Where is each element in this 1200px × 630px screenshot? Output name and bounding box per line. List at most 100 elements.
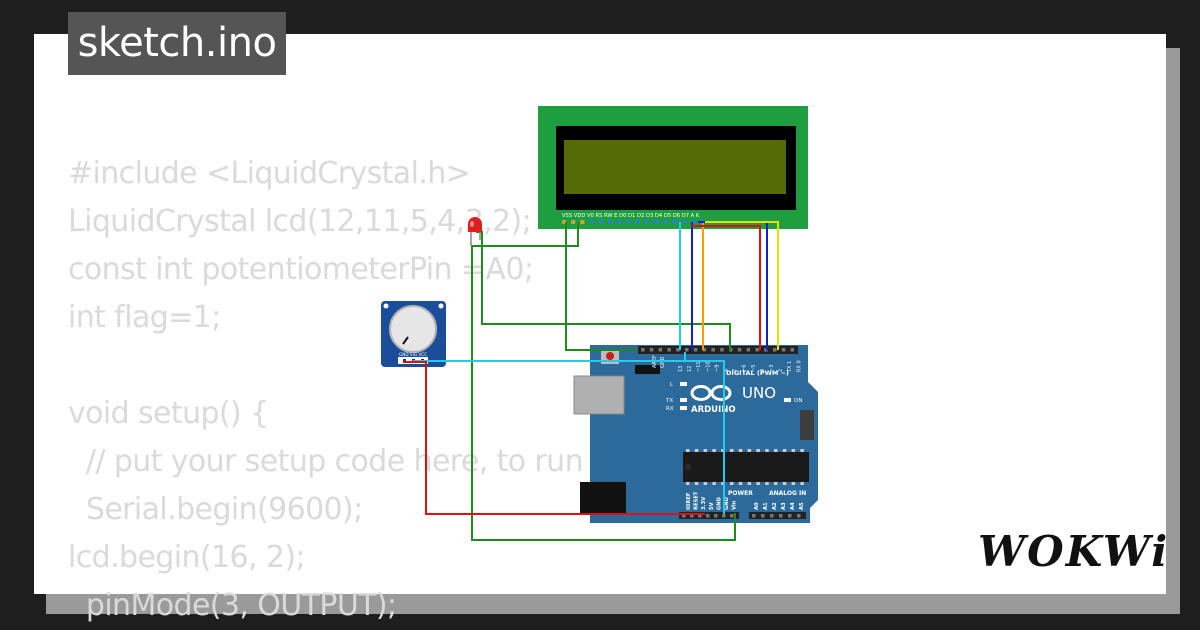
chip-leg: [730, 482, 734, 485]
lcd-pin[interactable]: [663, 220, 668, 224]
lcd-display[interactable]: VSS VDD V0 RS RW E D0 D1 D2 D3 D4 D5 D6 …: [538, 106, 808, 229]
chip-leg: [721, 482, 725, 485]
header-pin[interactable]: [797, 514, 801, 518]
lcd-pin[interactable]: [635, 220, 640, 224]
led-rx-label: RX: [666, 406, 674, 412]
lcd-screen: [564, 140, 786, 194]
led-highlight: [470, 221, 474, 227]
wire-blue-lcd-d4[interactable]: [698, 221, 768, 350]
analog-header: [749, 512, 806, 519]
bottom-pin-label: A4: [790, 502, 796, 510]
chip-leg: [774, 449, 778, 452]
lcd-pin[interactable]: [626, 220, 631, 224]
header-pin[interactable]: [706, 514, 710, 518]
header-pin[interactable]: [770, 514, 774, 518]
reset-button-cap[interactable]: [606, 352, 614, 360]
header-pin[interactable]: [781, 348, 786, 352]
wire-cyan-pot-vcc[interactable]: [424, 360, 725, 514]
lcd-pin[interactable]: [681, 220, 686, 224]
chip-leg: [721, 449, 725, 452]
red-led[interactable]: [468, 217, 482, 246]
lcd-pin[interactable]: [644, 220, 649, 224]
code-line: #include <LiquidCrystal.h>: [68, 156, 471, 191]
header-pin[interactable]: [676, 348, 680, 352]
power-label: POWER: [728, 490, 753, 497]
header-pin[interactable]: [761, 514, 765, 518]
wires: [403, 221, 779, 541]
header-pin[interactable]: [711, 348, 715, 352]
pot-pin-gnd[interactable]: [403, 359, 406, 362]
analog-label: ANALOG IN: [769, 490, 806, 497]
led-on-indicator: [784, 398, 791, 402]
digital-pin-label: 4: [760, 369, 766, 372]
chip-leg: [791, 449, 796, 452]
bottom-pin-label: 3.3V: [701, 497, 707, 510]
header-pin[interactable]: [682, 514, 686, 518]
chip-leg: [694, 482, 699, 485]
header-pin[interactable]: [702, 348, 707, 352]
lcd-pin[interactable]: [598, 220, 603, 224]
code-line: const int potentiometerPin =A0;: [68, 252, 534, 287]
chip-leg: [756, 449, 760, 452]
potentiometer[interactable]: GND SIG VCC: [381, 301, 446, 367]
header-pin[interactable]: [641, 348, 645, 352]
wire-red-lcd-a[interactable]: [691, 225, 761, 350]
header-pin[interactable]: [649, 348, 654, 352]
led-on-label: ON: [794, 398, 802, 404]
header-pin[interactable]: [690, 514, 694, 518]
digital-header: [638, 346, 798, 354]
wire-green-lcd-vss[interactable]: [565, 222, 638, 351]
header-pin[interactable]: [746, 348, 751, 352]
bottom-pin-label: GND: [724, 496, 730, 510]
atmega-chip: [683, 452, 809, 482]
header-pin[interactable]: [764, 348, 768, 352]
header-pin[interactable]: [790, 348, 795, 352]
header-pin[interactable]: [667, 348, 671, 352]
lcd-pin[interactable]: [580, 220, 585, 224]
bottom-pin-label: A2: [772, 502, 778, 510]
chip-leg: [747, 482, 752, 485]
lcd-pin[interactable]: [654, 220, 658, 224]
wokwi-logo: WOKWi: [978, 527, 1167, 576]
header-pin[interactable]: [788, 514, 792, 518]
potentiometer-knob[interactable]: [389, 305, 437, 353]
lcd-pin[interactable]: [617, 220, 622, 224]
lcd-pin[interactable]: [608, 220, 612, 224]
file-tab-title[interactable]: sketch.ino: [68, 12, 286, 75]
chip-leg: [703, 482, 708, 485]
header-pin[interactable]: [722, 514, 726, 518]
digital-pin-label: ~10: [705, 361, 711, 372]
header-pin[interactable]: [685, 348, 689, 352]
digital-pin-label: 8: [724, 369, 730, 372]
header-pin[interactable]: [698, 514, 702, 518]
header-pin[interactable]: [658, 348, 663, 352]
header-pin[interactable]: [752, 514, 756, 518]
lcd-pin[interactable]: [571, 220, 576, 224]
header-pin[interactable]: [779, 514, 783, 518]
code-line: pinMode(3, OUTPUT);: [68, 588, 397, 623]
lcd-pin[interactable]: [589, 220, 594, 224]
header-pin[interactable]: [773, 348, 777, 352]
wire-yellow-lcd-k[interactable]: [705, 221, 779, 350]
bottom-pin-label: RESET: [694, 491, 700, 510]
header-pin[interactable]: [720, 348, 724, 352]
header-pin[interactable]: [730, 514, 734, 518]
code-line: lcd.begin(16, 2);: [68, 540, 306, 575]
chip-leg: [694, 449, 699, 452]
lcd-pin[interactable]: [562, 220, 566, 224]
header-pin[interactable]: [755, 348, 759, 352]
chip-leg: [738, 482, 743, 485]
led-tx-indicator: [680, 398, 687, 402]
header-pin[interactable]: [693, 348, 698, 352]
header-pin[interactable]: [714, 514, 718, 518]
chip-leg: [712, 449, 716, 452]
bottom-pin-label: A1: [763, 502, 769, 510]
lcd-pin[interactable]: [672, 220, 677, 224]
bottom-header-pins: [682, 514, 801, 518]
wire-green-lcd-rw[interactable]: [471, 222, 736, 541]
led-body: [468, 217, 482, 232]
header-pin[interactable]: [737, 348, 742, 352]
wire-red-pot-gnd[interactable]: [403, 361, 705, 515]
led-l-label: L: [670, 382, 674, 388]
